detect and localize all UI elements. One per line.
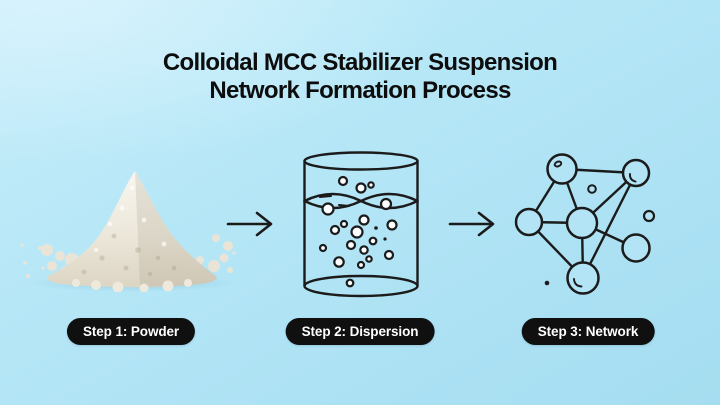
right-arrow-icon [226,211,273,237]
diagram-title: Colloidal MCC Stabilizer Suspension Netw… [0,49,720,105]
dispersion-beaker-icon [303,151,419,298]
step-3-label: Step 3: Network [521,318,655,345]
network-graph-icon [514,153,656,295]
title-line-1: Colloidal MCC Stabilizer Suspension [162,49,558,76]
step-2-label: Step 2: Dispersion [285,318,435,345]
right-arrow-icon [448,211,495,237]
title-line-2: Network Formation Process [209,77,511,104]
powder-pile-icon [20,171,236,292]
step-1-label: Step 1: Powder [66,318,196,345]
